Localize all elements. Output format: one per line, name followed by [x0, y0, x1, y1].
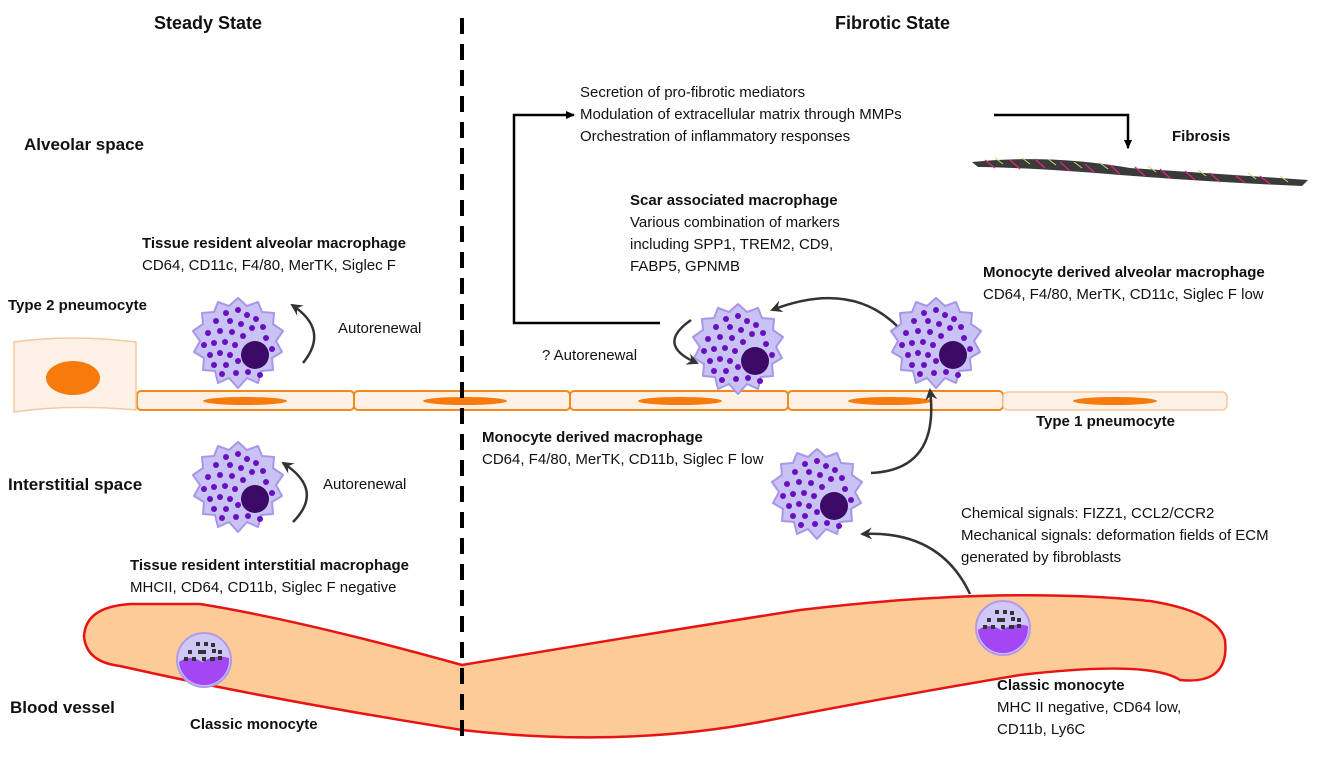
- function-item: Secretion of pro-fibrotic mediators: [580, 84, 806, 101]
- arrow-moam-to-scar: [770, 296, 898, 327]
- autorenewal-arrow-alveolar: [290, 303, 316, 364]
- type1-pneumocyte-label: Type 1 pneumocyte: [1036, 413, 1175, 430]
- cell-title: Classic monocyte: [997, 677, 1125, 694]
- recruitment-signals: Chemical signals: FIZZ1, CCL2/CCR2 Mecha…: [961, 503, 1269, 569]
- tissue-resident-alveolar-macrophage: [192, 297, 284, 389]
- scar-associated-macrophage: [692, 303, 784, 395]
- signal-line: Mechanical signals: deformation fields o…: [961, 527, 1269, 544]
- fibrosis-label: Fibrosis: [1172, 128, 1231, 145]
- autorenewal-label-scar: ? Autorenewal: [542, 347, 638, 364]
- classic-monocyte-fibrotic: [975, 600, 1031, 656]
- type2-pneumocyte: [13, 337, 137, 413]
- autorenewal-label-alveolar: Autorenewal: [338, 320, 422, 337]
- macrophage-functions: Secretion of pro-fibrotic mediators Modu…: [580, 82, 902, 148]
- fibrosis-fiber: [972, 157, 1308, 186]
- autorenewal-arrow-interstitial: [281, 461, 309, 523]
- autorenewal-label-interstitial: Autorenewal: [323, 476, 407, 493]
- moam-label: Monocyte derived alveolar macrophage CD6…: [983, 262, 1265, 306]
- signal-line: generated by fibroblasts: [961, 549, 1122, 566]
- cell-title: Scar associated macrophage: [630, 192, 838, 209]
- function-item: Modulation of extracellular matrix throu…: [580, 106, 902, 123]
- steady-state-heading: Steady State: [154, 13, 263, 33]
- arrow-scar-to-functions: [512, 111, 660, 325]
- signal-line: Chemical signals: FIZZ1, CCL2/CCR2: [961, 505, 1215, 522]
- interstitial-macrophage-label: Tissue resident interstitial macrophage …: [130, 555, 409, 599]
- cell-marker-line: CD64, F4/80, MerTK, CD11b, Siglec F low: [482, 451, 764, 468]
- classic-monocyte-fibrotic-label: Classic monocyte MHC II negative, CD64 l…: [997, 675, 1181, 741]
- scar-macrophage-label: Scar associated macrophage Various combi…: [630, 190, 840, 278]
- arrow-functions-to-fibrosis: [994, 113, 1132, 149]
- cell-marker-line: CD64, CD11c, F4/80, MerTK, Siglec F: [142, 257, 396, 274]
- monocyte-derived-macrophage: [771, 448, 863, 540]
- classic-monocyte-steady-label: Classic monocyte: [190, 716, 318, 733]
- blood-vessel: [82, 593, 1227, 739]
- arrow-mdm-to-moam: [870, 388, 938, 475]
- region-interstitial-space: Interstitial space: [8, 475, 143, 494]
- region-blood-vessel: Blood vessel: [10, 698, 115, 717]
- classic-monocyte-steady: [176, 632, 232, 688]
- cell-marker-line: Various combination of markers: [630, 214, 840, 231]
- cell-marker-line: CD11b, Ly6C: [997, 721, 1086, 738]
- alveolar-macrophage-label: Tissue resident alveolar macrophage CD64…: [142, 233, 406, 277]
- cell-marker-line: MHCII, CD64, CD11b, Siglec F negative: [130, 579, 397, 596]
- region-alveolar-space: Alveolar space: [24, 135, 145, 154]
- cell-title: Tissue resident alveolar macrophage: [142, 235, 407, 252]
- tissue-resident-interstitial-macrophage: [192, 441, 284, 533]
- function-item: Orchestration of inflammatory responses: [580, 128, 851, 145]
- arrow-monocyte-to-mdm: [860, 527, 972, 595]
- monocyte-derived-alveolar-macrophage: [890, 297, 982, 389]
- type2-pneumocyte-label: Type 2 pneumocyte: [8, 297, 147, 314]
- cell-title: Tissue resident interstitial macrophage: [130, 557, 409, 574]
- cell-marker-line: MHC II negative, CD64 low,: [997, 699, 1182, 716]
- fibrotic-state-heading: Fibrotic State: [835, 13, 951, 33]
- cell-title: Monocyte derived macrophage: [482, 429, 703, 446]
- cell-marker-line: including SPP1, TREM2, CD9,: [630, 236, 834, 253]
- cell-marker-line: FABP5, GPNMB: [630, 258, 741, 275]
- type1-pneumocyte-row: [136, 390, 1228, 411]
- autorenewal-arrow-scar: [673, 318, 699, 365]
- cell-title: Monocyte derived alveolar macrophage: [983, 264, 1265, 281]
- mdm-label: Monocyte derived macrophage CD64, F4/80,…: [482, 427, 763, 471]
- cell-marker-line: CD64, F4/80, MerTK, CD11c, Siglec F low: [983, 286, 1264, 303]
